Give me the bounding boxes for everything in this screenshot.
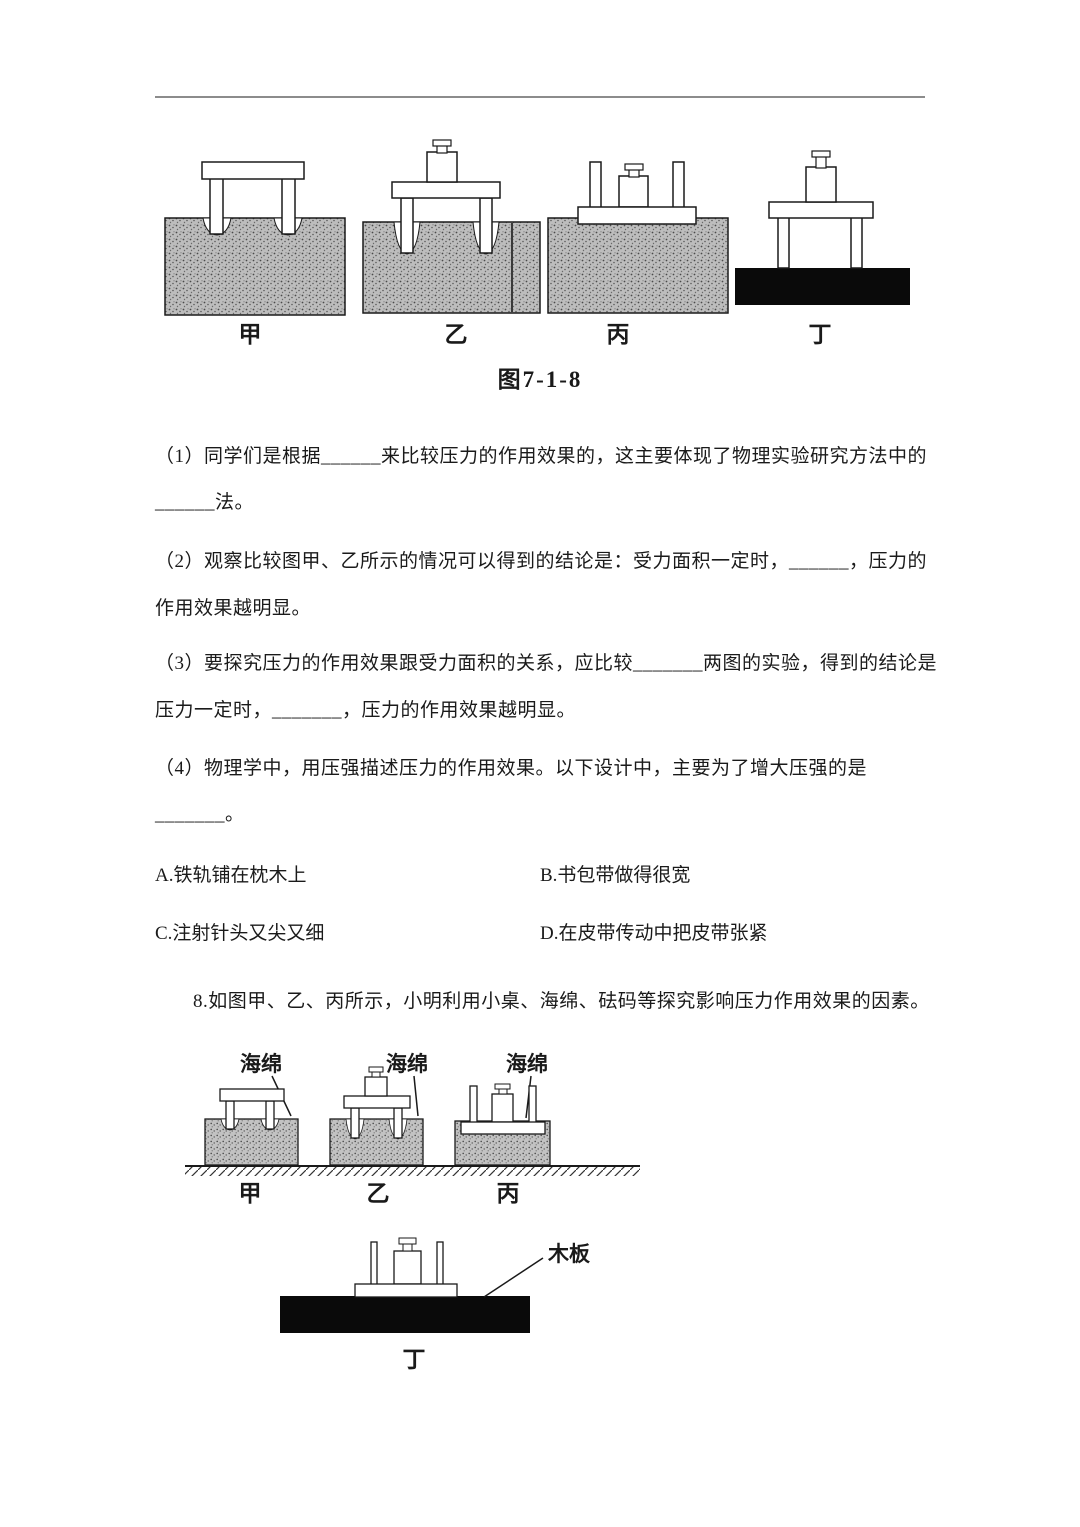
board-leader-line bbox=[483, 1257, 544, 1298]
question-2-line-1: （2）观察比较图甲、乙所示的情况可以得到的结论是：受力面积一定时，______，… bbox=[155, 551, 928, 572]
setup-jia-table-on-sand bbox=[164, 161, 346, 316]
figure2-label-jia: 甲 bbox=[238, 1181, 262, 1206]
figure1-label-ding: 丁 bbox=[808, 322, 832, 347]
weight-icon bbox=[618, 163, 649, 208]
question-8-illustration bbox=[185, 1066, 640, 1333]
sponge-label-3: 海绵 bbox=[506, 1052, 548, 1076]
sponge-label-2: 海绵 bbox=[386, 1052, 428, 1076]
setup-yi-table-weight-on-sand bbox=[362, 139, 541, 314]
setup8-bing-inverted-table-on-sponge bbox=[454, 1083, 551, 1166]
setup-ding-table-on-board bbox=[735, 150, 910, 305]
question-3-line-2: 压力一定时，_______，压力的作用效果越明显。 bbox=[155, 700, 577, 721]
setup8-jia-table-on-sponge bbox=[204, 1088, 299, 1166]
question-4-line-1: （4）物理学中，用压强描述压力的作用效果。以下设计中，主要为了增大压强的是 bbox=[155, 758, 868, 779]
question-4-line-2: _______。 bbox=[155, 804, 245, 825]
weight-icon bbox=[393, 1237, 422, 1285]
question-3-line-1: （3）要探究压力的作用效果跟受力面积的关系，应比较_______两图的实验，得到… bbox=[155, 653, 938, 674]
figure1-label-yi: 乙 bbox=[444, 322, 468, 347]
question-1-line-2: ______法。 bbox=[155, 492, 255, 513]
weight-icon bbox=[491, 1083, 514, 1123]
weight-icon bbox=[364, 1066, 388, 1097]
setup8-yi-table-weight-on-sponge bbox=[329, 1066, 424, 1166]
option-a: A.铁轨铺在枕木上 bbox=[155, 865, 307, 886]
option-b: B.书包带做得很宽 bbox=[540, 865, 691, 886]
weight-icon bbox=[805, 150, 837, 203]
sponge-leader-line-2 bbox=[413, 1075, 419, 1117]
weight-icon bbox=[426, 139, 458, 183]
figure1-caption: 图7-1-8 bbox=[497, 367, 583, 392]
figure1-label-bing: 丙 bbox=[606, 322, 630, 347]
question-8-stem: 8.如图甲、乙、丙所示，小明利用小桌、海绵、砝码等探究影响压力作用效果的因素。 bbox=[193, 991, 930, 1012]
figure2-label-ding: 丁 bbox=[402, 1347, 426, 1372]
sponge-label-1: 海绵 bbox=[240, 1052, 282, 1076]
question-1-line-1: （1）同学们是根据______来比较压力的作用效果的，这主要体现了物理实验研究方… bbox=[155, 446, 928, 467]
setup-bing-inverted-table-on-sand bbox=[547, 161, 729, 314]
figure2-label-bing: 丙 bbox=[496, 1181, 520, 1206]
figure2-label-yi: 乙 bbox=[366, 1181, 390, 1206]
question-2-line-2: 作用效果越明显。 bbox=[155, 598, 312, 619]
figure1-label-jia: 甲 bbox=[238, 322, 262, 347]
top-divider-line bbox=[155, 96, 925, 98]
board-label: 木板 bbox=[548, 1242, 590, 1266]
ground-line bbox=[185, 1165, 640, 1176]
setup8-ding-table-on-board bbox=[280, 1237, 544, 1333]
option-c: C.注射针头又尖又细 bbox=[155, 923, 325, 944]
option-d: D.在皮带传动中把皮带张紧 bbox=[540, 923, 768, 944]
figure-7-1-8-illustration bbox=[164, 139, 910, 316]
